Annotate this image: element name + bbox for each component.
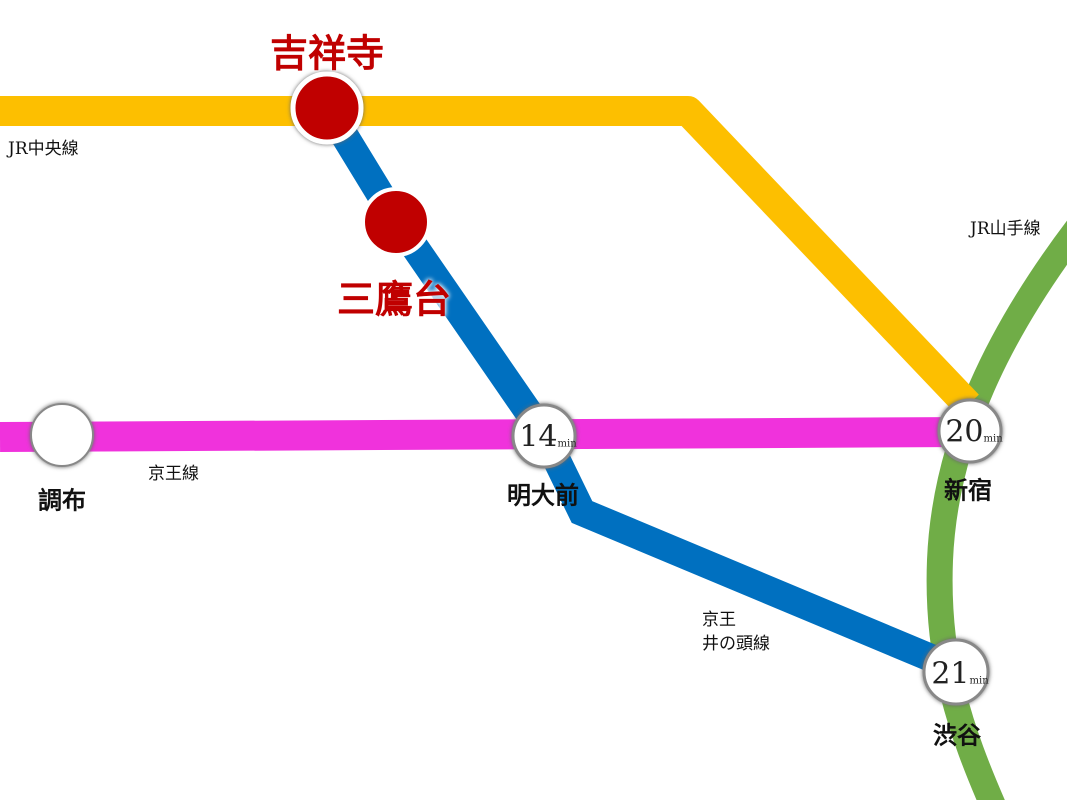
station-kichijoji-marker[interactable]	[290, 71, 364, 145]
yamanote-line	[926, 220, 1067, 800]
shibuya-travel-time: 21min	[931, 656, 989, 692]
inokashira-line-label-1: 京王	[702, 610, 736, 630]
inokashira-line-label-2: 井の頭線	[702, 634, 770, 654]
chuo-line-label: JR中央線	[8, 139, 79, 159]
station-mitakadai-label: 三鷹台	[336, 276, 452, 322]
station-mitakadai-marker[interactable]	[361, 187, 431, 257]
station-shibuya-marker[interactable]	[922, 638, 990, 706]
keio-line-label: 京王線	[148, 464, 199, 484]
chuo-line	[0, 96, 979, 416]
shinjuku-travel-time: 20min	[945, 414, 1003, 450]
station-chofu-marker[interactable]	[30, 403, 94, 467]
station-kichijoji-label: 吉祥寺	[269, 30, 385, 76]
keio-line	[0, 417, 971, 452]
station-meidaimae-label: 明大前	[507, 480, 579, 510]
yamanote-line-label: JR山手線	[970, 219, 1041, 239]
inokashira-line	[318, 104, 961, 681]
meidaimae-travel-time: 14min	[519, 419, 577, 455]
station-shinjuku-label: 新宿	[944, 475, 992, 505]
station-shinjuku-marker[interactable]	[937, 398, 1003, 464]
station-chofu-label: 調布	[38, 485, 86, 515]
station-meidaimae-marker[interactable]	[511, 403, 577, 469]
station-shibuya-label: 渋谷	[933, 720, 981, 750]
